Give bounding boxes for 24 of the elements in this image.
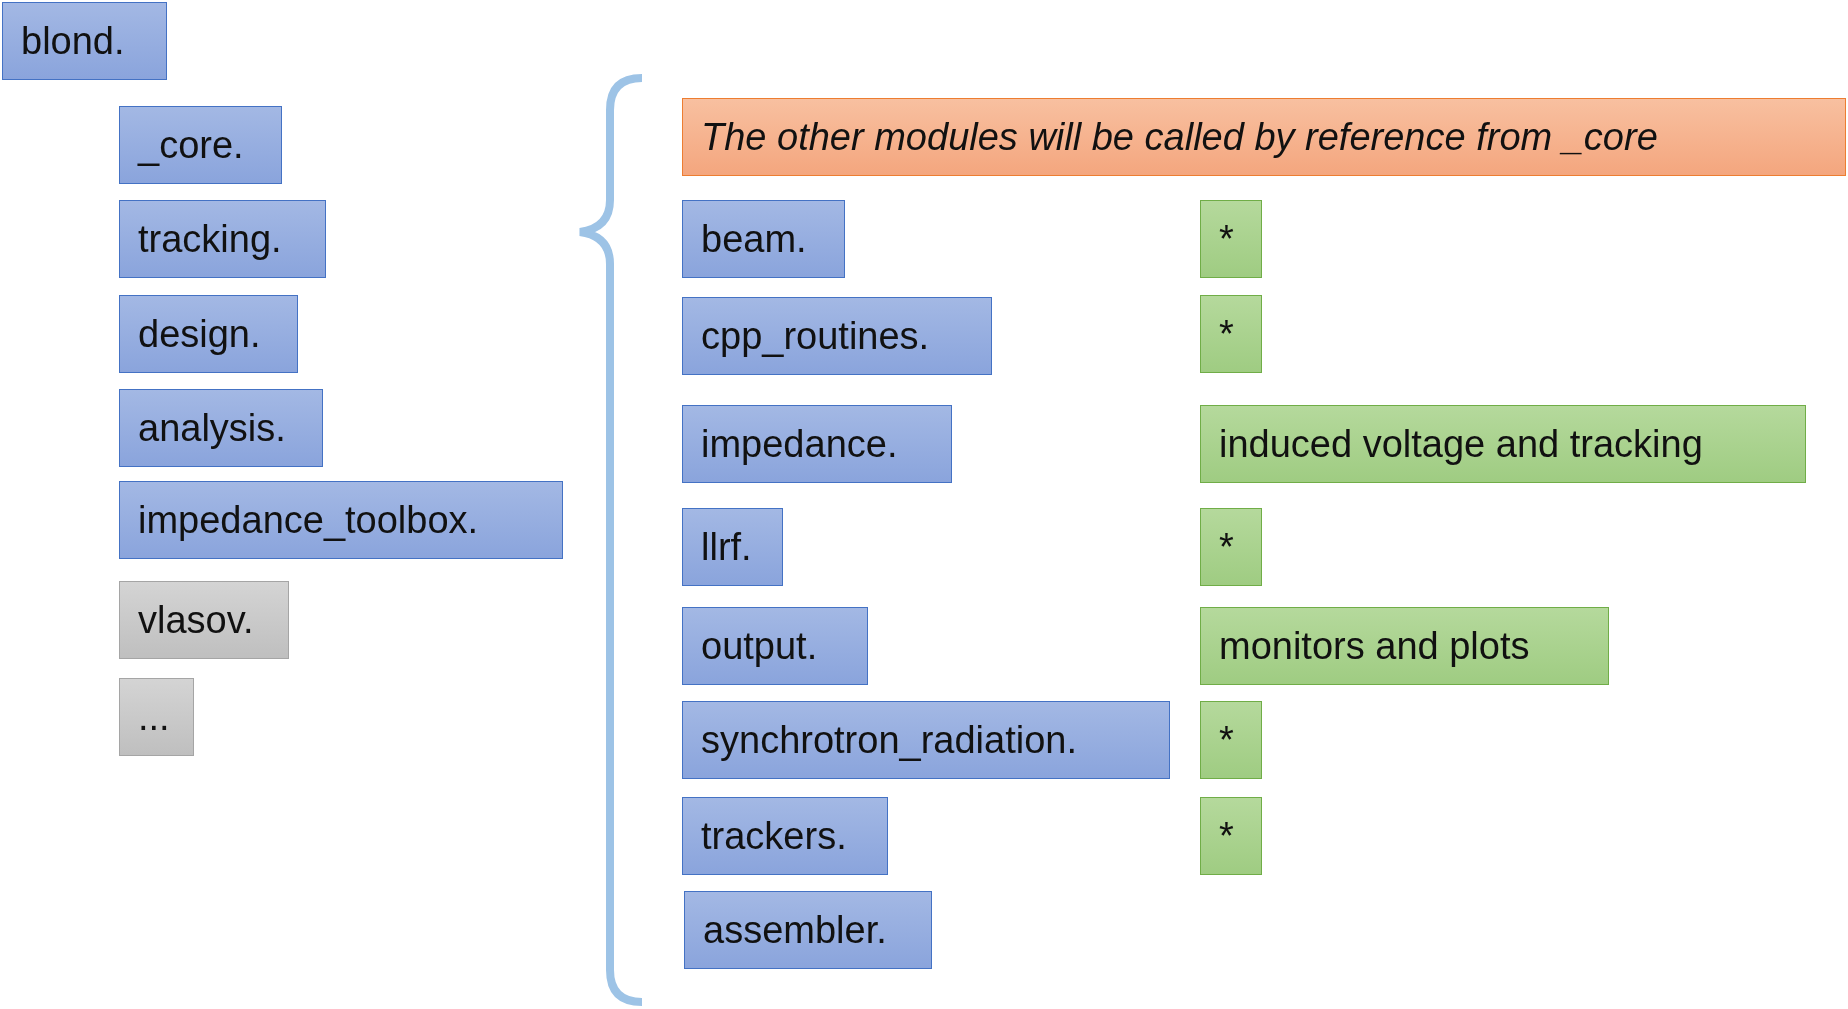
description-box: * [1200,701,1262,779]
description-box: monitors and plots [1200,607,1609,685]
note-banner: The other modules will be called by reference from _core [682,98,1846,176]
module-box: analysis. [119,389,323,467]
module-box: vlasov. [119,581,289,659]
module-box: trackers. [682,797,888,875]
module-box: cpp_routines. [682,297,992,375]
description-box: * [1200,200,1262,278]
description-box: * [1200,797,1262,875]
module-box: assembler. [684,891,932,969]
module-box: ... [119,678,194,756]
module-box: blond. [2,2,167,80]
description-box: * [1200,508,1262,586]
module-box: beam. [682,200,845,278]
module-box: impedance. [682,405,952,483]
module-box: tracking. [119,200,326,278]
description-box: induced voltage and tracking [1200,405,1806,483]
module-box: output. [682,607,868,685]
module-box: _core. [119,106,282,184]
module-box: synchrotron_radiation. [682,701,1170,779]
description-box: * [1200,295,1262,373]
module-box: design. [119,295,298,373]
module-box: impedance_toolbox. [119,481,563,559]
module-box: llrf. [682,508,783,586]
